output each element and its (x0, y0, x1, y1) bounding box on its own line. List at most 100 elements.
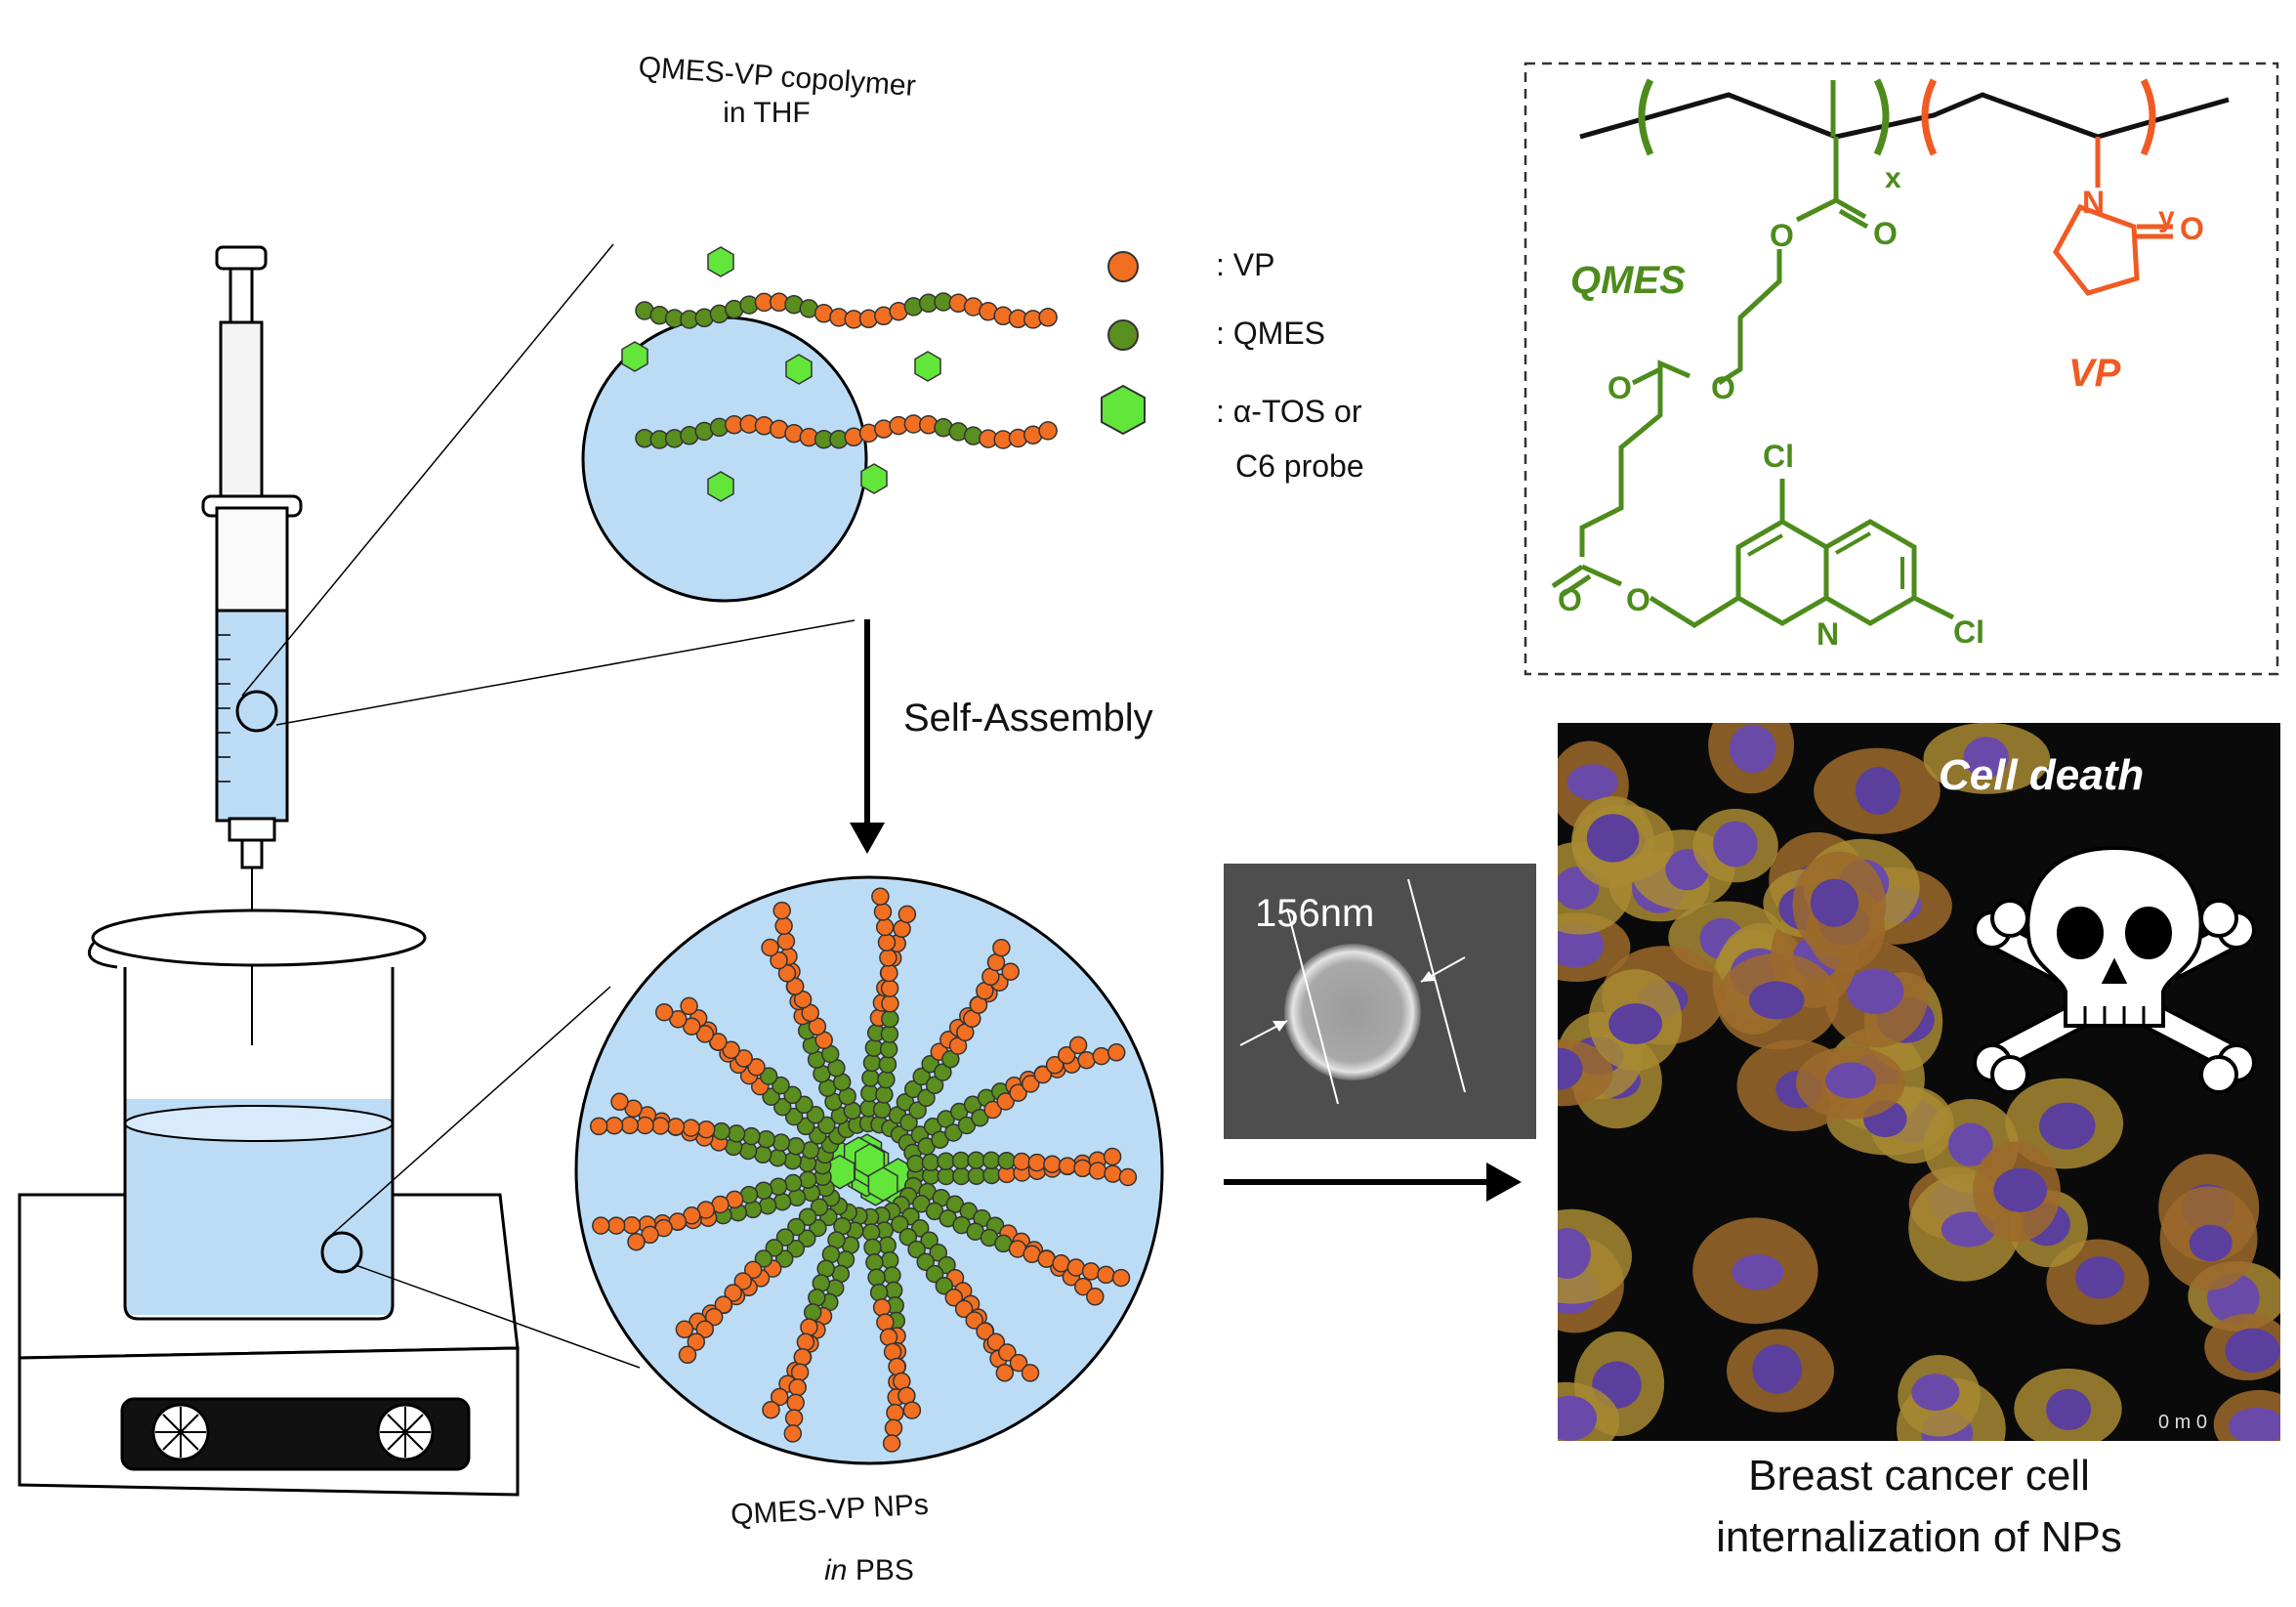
chemical-structure: x y O O O O O (1524, 62, 2279, 676)
qmes-bead (883, 1266, 901, 1285)
vp-bead (1111, 1268, 1131, 1288)
vp-bead (954, 1299, 974, 1319)
qmes-bead (880, 1025, 899, 1043)
qmes-bead (810, 1198, 829, 1217)
vp-bead (992, 938, 1011, 957)
vp-bead (1027, 1153, 1047, 1172)
qmes-bead (937, 1152, 955, 1170)
qmes-bead (921, 1153, 940, 1172)
vp-bead (589, 1117, 608, 1136)
vp-bead (944, 1288, 964, 1307)
vp-bead (998, 1343, 1017, 1362)
cell-clusters (1558, 723, 2280, 1441)
vp-bead (627, 1232, 646, 1251)
vp-bead (776, 932, 796, 951)
qmes-bead (769, 1177, 788, 1196)
vp-bead (724, 1284, 742, 1302)
vp-bead (793, 990, 813, 1009)
qmes-bead (863, 1238, 882, 1257)
qmes-bead (860, 1083, 879, 1103)
cell-nucleus (2075, 1256, 2125, 1299)
caption-line1: Breast cancer cell (1748, 1452, 2090, 1500)
sem-size-label: 156nm (1255, 892, 1374, 935)
scale-bar-text: 0 m 0 (2158, 1412, 2207, 1433)
vp-bead (654, 1002, 674, 1022)
vp-bead (734, 1049, 753, 1068)
drug-hexagon (914, 351, 941, 382)
qmes-bead (798, 1229, 816, 1248)
vp-bead (666, 1118, 686, 1136)
qmes-bead (772, 1076, 790, 1095)
vp-bead (770, 951, 788, 970)
qmes-bead (769, 1148, 787, 1167)
qmes-bead (786, 1137, 806, 1156)
qmes-bead (910, 1219, 930, 1238)
qmes-bead (817, 1116, 836, 1135)
vp-bead (678, 1345, 697, 1365)
vp-bead (1033, 1065, 1053, 1084)
qmes-bead (765, 1239, 784, 1257)
vp-bead (902, 1401, 922, 1419)
beaker-icon (88, 909, 427, 1321)
qmes-bead (762, 1087, 780, 1106)
vp-bead (880, 963, 898, 983)
qmes-bead (951, 1151, 971, 1170)
np-particle-arms (589, 887, 1138, 1453)
vp-bead (733, 1272, 753, 1290)
cell-nucleus (1810, 878, 1858, 927)
vp-bead (1077, 1050, 1096, 1070)
qmes-bead (753, 1145, 772, 1164)
qmes-bead (884, 1281, 903, 1300)
qmes-bead (967, 1151, 985, 1169)
atom-o-carbonyl3: O (1558, 582, 1582, 617)
vp-bead (770, 1387, 789, 1407)
cell-nucleus (1558, 1395, 1597, 1441)
qmes-bead (806, 1106, 825, 1124)
vp-bead (800, 1318, 818, 1336)
qmes-bead (925, 1076, 944, 1095)
vp-bead (871, 887, 890, 906)
legend-qmes-swatch (1107, 319, 1139, 351)
zoom-lines (241, 243, 856, 1369)
vp-bead (875, 917, 895, 937)
np-title-pbs: PBS (847, 1554, 913, 1586)
qmes-bead (803, 1303, 822, 1322)
vp-bead (1009, 1083, 1027, 1102)
qmes-bead (862, 1053, 882, 1073)
vp-bead (606, 1216, 626, 1235)
qmes-bead (774, 1249, 794, 1268)
qmes-bead (912, 1067, 931, 1086)
cell-nucleus (1558, 1228, 1591, 1279)
atom-cl-4: Cl (1763, 439, 1794, 474)
vp-bead (879, 949, 898, 967)
legend: : VP : QMES : α-TOS or C6 probe (1101, 247, 1364, 484)
qmes-bead (783, 1151, 802, 1170)
vp-bead (881, 994, 899, 1013)
vp-bead (695, 1320, 715, 1338)
top-particle-title-line1: QMES-VP copolymer (638, 51, 917, 103)
qmes-bead (921, 1054, 939, 1074)
qmes-bead (934, 1063, 952, 1081)
qmes-bead (754, 1249, 773, 1268)
vp-bead (995, 1364, 1015, 1382)
qmes-bead (908, 1101, 927, 1120)
legend-drug-line1: : α-TOS or (1216, 394, 1362, 429)
vp-bead (879, 1328, 898, 1347)
vp-bead (876, 1313, 895, 1332)
qmes-bead (809, 1218, 827, 1238)
legend-vp-label: : VP (1216, 247, 1274, 282)
cell-nucleus (1748, 981, 1805, 1020)
vp-bead (1081, 1262, 1101, 1281)
qmes-bead (920, 1231, 939, 1249)
cell-nucleus (1846, 968, 1904, 1014)
np-core-drugs (824, 1133, 914, 1206)
cell-nucleus (1558, 922, 1605, 968)
cell-nucleus (1558, 1047, 1583, 1090)
vp-bead (675, 1320, 694, 1339)
vp-bead (605, 1116, 624, 1135)
cell-nucleus (1963, 737, 2009, 778)
atom-o-ester2: O (1711, 370, 1735, 405)
qmes-bead (938, 1255, 956, 1275)
np-title-line2: in PBS (824, 1554, 914, 1586)
vp-bead (1058, 1157, 1077, 1175)
